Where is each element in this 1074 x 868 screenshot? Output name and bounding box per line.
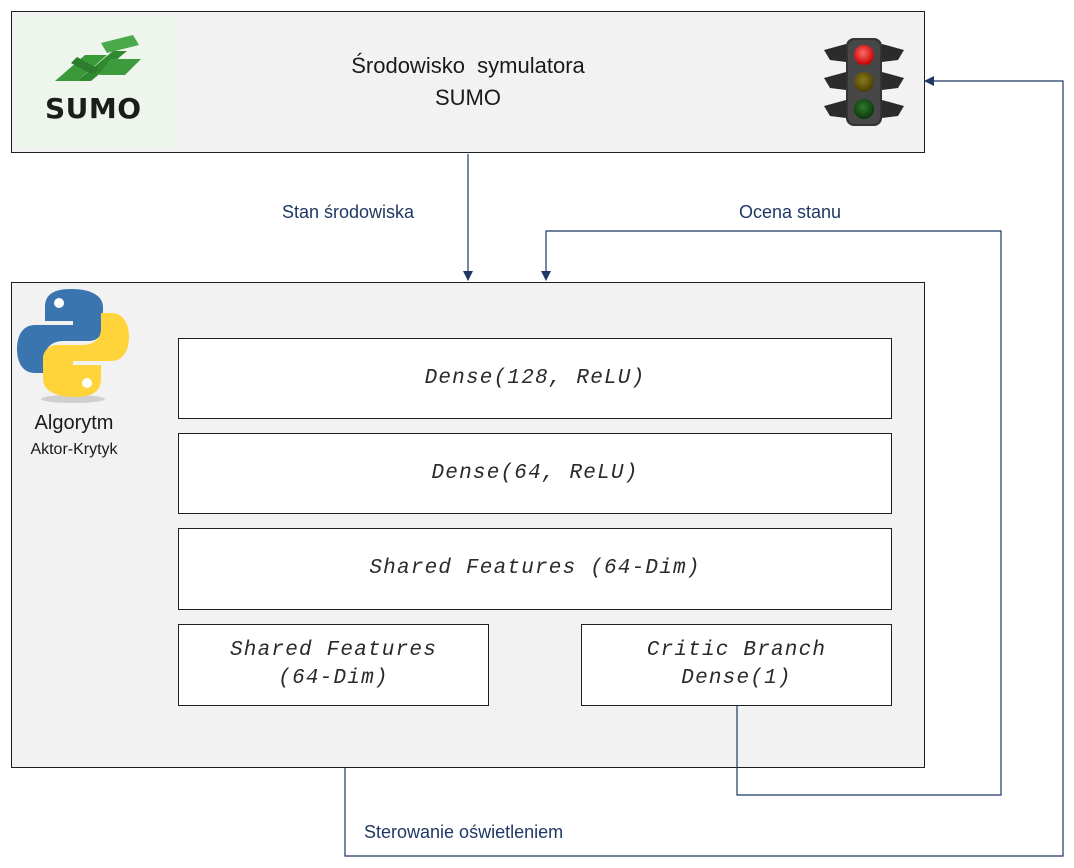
actor-branch-line1: Shared Features: [229, 639, 438, 662]
layer-dense-64: Dense(64, ReLU): [178, 433, 892, 514]
critic-branch-line2: Dense(1): [681, 667, 792, 690]
environment-title: Środowisko symulatora SUMO: [268, 50, 668, 114]
actor-branch-line2: (64-Dim): [278, 667, 389, 690]
layer-dense-128-label: Dense(128, ReLU): [424, 366, 646, 390]
agent-subtitle: Aktor-Krytyk: [30, 441, 118, 458]
critic-branch-line1: Critic Branch: [646, 639, 827, 662]
python-logo-icon: [17, 289, 129, 403]
environment-title-line2: SUMO: [435, 85, 501, 110]
traffic-light-icon: [824, 38, 904, 126]
layer-dense-64-label: Dense(64, ReLU): [431, 461, 639, 485]
evaluation-label: Ocena stanu: [739, 202, 842, 222]
evaluation-arrow: [541, 230, 1002, 796]
layer-shared-features: Shared Features (64-Dim): [178, 528, 892, 610]
control-label: Sterowanie oświetleniem: [364, 822, 564, 842]
environment-title-line1: Środowisko symulatora: [351, 53, 585, 78]
layer-dense-128: Dense(128, ReLU): [178, 338, 892, 419]
actor-branch-box: Shared Features (64-Dim): [178, 624, 489, 706]
sumo-logo-text: SUMO: [45, 92, 142, 125]
critic-branch-box: Critic Branch Dense(1): [581, 624, 892, 706]
control-arrow: [344, 76, 1064, 857]
agent-name: Algorytm: [34, 412, 114, 434]
sumo-logo-icon: [15, 15, 180, 149]
state-label: Stan środowiska: [282, 202, 415, 222]
layer-shared-features-label: Shared Features (64-Dim): [369, 557, 701, 580]
